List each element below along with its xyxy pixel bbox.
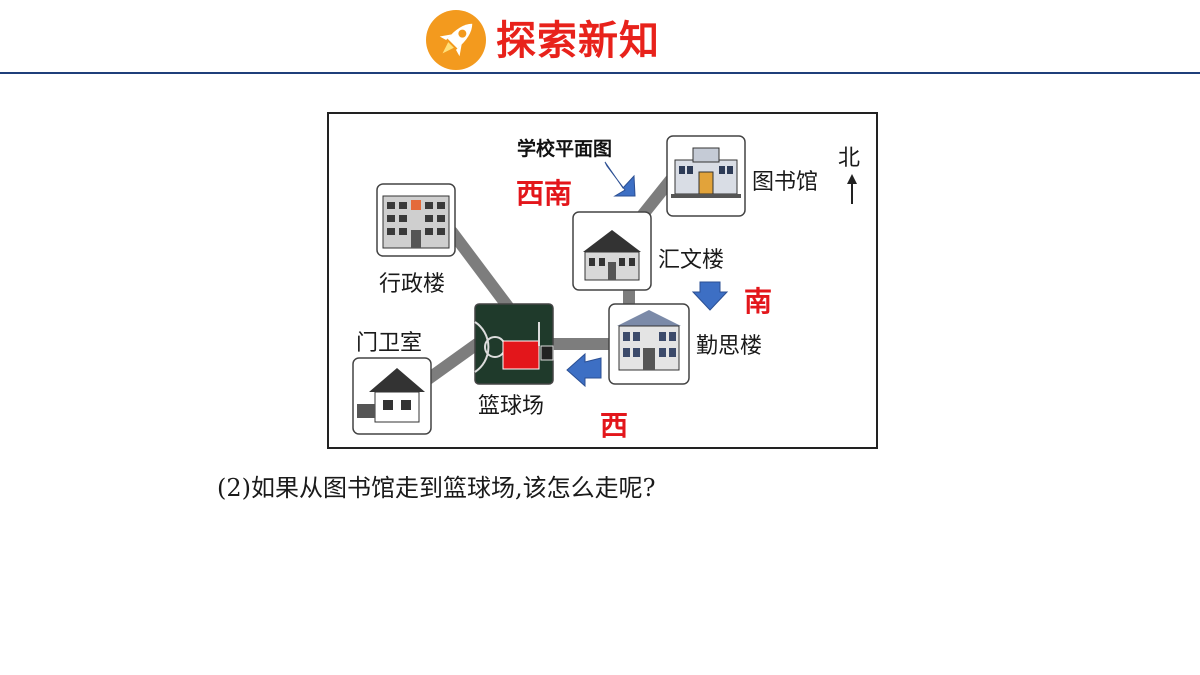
admin-label: 行政楼 [379, 272, 446, 297]
basketball-court-icon [474, 303, 554, 385]
direction-label-south: 南 [744, 285, 773, 318]
direction-arrows [566, 161, 857, 388]
arrow-west-icon [566, 352, 602, 388]
rocket-logo-icon [426, 10, 486, 70]
gate-house-label: 门卫室 [356, 331, 423, 356]
gate-house-building-icon [352, 357, 432, 435]
huiwen-label: 汇文楼 [658, 248, 725, 273]
header-title: 探索新知 [496, 18, 660, 64]
admin-building-icon [376, 183, 456, 257]
library-building-icon [666, 135, 746, 217]
north-label: 北 [838, 146, 861, 171]
school-map-diagram [352, 135, 857, 435]
qinsi-label: 勤思楼 [696, 334, 763, 359]
qinsi-building-icon [608, 303, 690, 385]
north-arrow-icon [847, 174, 857, 204]
direction-label-west: 西 [600, 409, 629, 442]
arrow-south-icon [691, 281, 729, 311]
direction-label-southwest: 西南 [516, 177, 573, 210]
huiwen-building-icon [572, 211, 652, 291]
arrow-southwest-icon [604, 161, 636, 197]
court-label: 篮球场 [478, 394, 545, 419]
header-divider [0, 72, 1200, 74]
question-text: (2)如果从图书馆走到篮球场,该怎么走呢? [217, 474, 656, 502]
map-title: 学校平面图 [517, 138, 613, 160]
library-label: 图书馆 [752, 170, 819, 195]
road-admin-court [446, 226, 518, 318]
